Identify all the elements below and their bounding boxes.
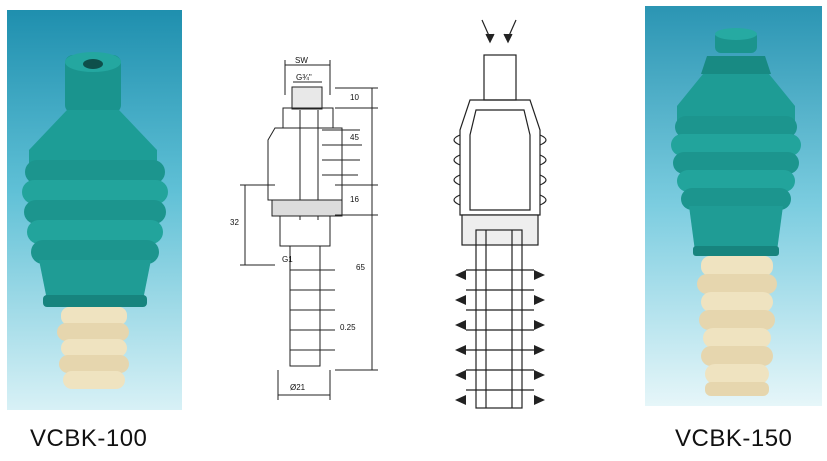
dim-32-label: 32 bbox=[230, 218, 239, 227]
dim-thread-top-label: G¾" bbox=[296, 73, 312, 82]
product-caption-right: VCBK-150 bbox=[675, 425, 793, 452]
dim-65-label: 65 bbox=[356, 263, 365, 272]
product-caption-left: VCBK-100 bbox=[30, 425, 148, 452]
dim-slot-label: 0.25 bbox=[340, 323, 356, 332]
dim-thread-bottom-label: G1 bbox=[282, 255, 293, 264]
product-photo-vcbk-150 bbox=[645, 6, 822, 406]
nozzle-vcbk-100-illustration bbox=[22, 52, 168, 389]
product-photo-vcbk-100 bbox=[7, 10, 182, 410]
dim-sw-label: SW bbox=[295, 56, 308, 65]
dim-45-label: 45 bbox=[350, 133, 359, 142]
dim-diameter-label: Ø21 bbox=[290, 383, 306, 392]
nozzle-vcbk-150-illustration bbox=[671, 28, 801, 396]
dim-16-label: 16 bbox=[350, 195, 359, 204]
dim-10-label: 10 bbox=[350, 93, 359, 102]
